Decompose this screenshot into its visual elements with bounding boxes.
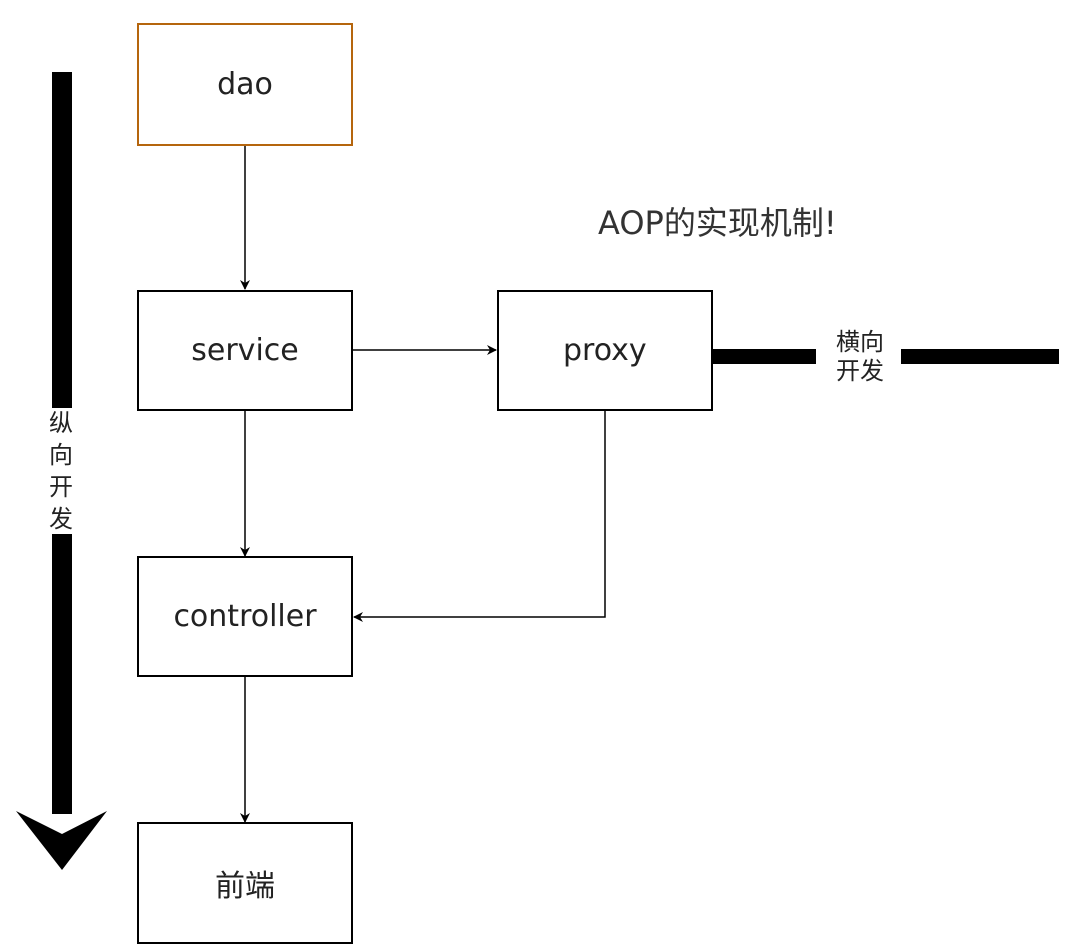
vertical-arrow-head [16,811,107,870]
frontend-label: 前端 [215,869,275,904]
service-label: service [191,333,299,368]
horizontal-arrow-shaft-left [690,349,816,364]
frontend-node: 前端 [137,822,353,944]
controller-node: controller [137,556,353,677]
service-node: service [137,290,353,411]
vertical-arrow-shaft-bottom [52,534,72,814]
horizontal-label-line: 横向 [836,328,884,356]
horizontal-arrow-shaft-right [901,349,1059,364]
diagram-title: AOP的实现机制! [598,204,837,242]
vertical-arrow-shaft-top [52,72,72,408]
proxy-to-controller-arrow [353,411,606,622]
vertical-development-label: 纵 向 开 发 [44,408,78,534]
vertical-label-char: 开 [49,473,73,501]
proxy-node: proxy [497,290,713,411]
controller-label: controller [173,599,317,634]
dao-node: dao [137,23,353,146]
horizontal-label-line: 开发 [836,357,884,385]
horizontal-development-label: 横向 开发 [820,328,900,386]
vertical-label-char: 发 [49,505,73,533]
dao-label: dao [217,67,273,102]
vertical-label-char: 纵 [49,409,73,437]
vertical-label-char: 向 [49,441,73,469]
proxy-label: proxy [563,333,647,368]
